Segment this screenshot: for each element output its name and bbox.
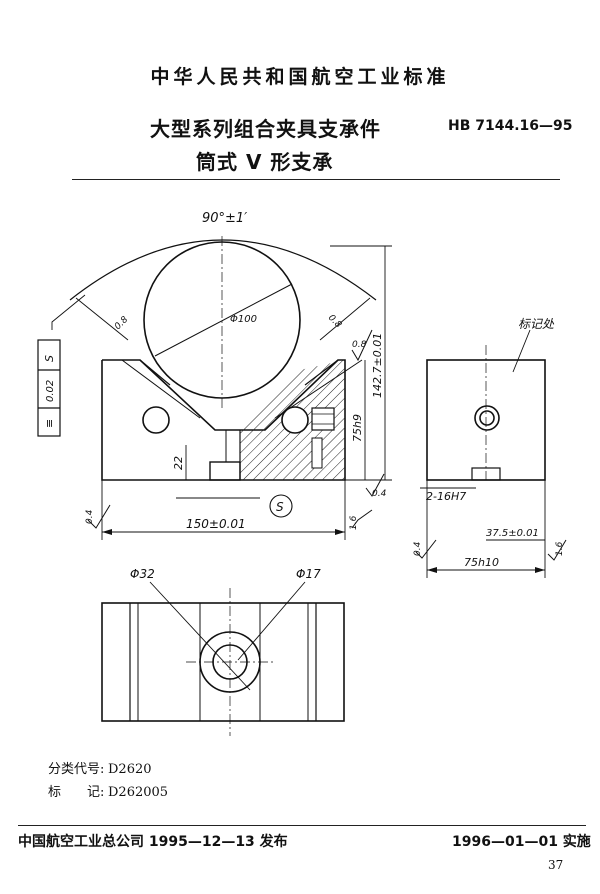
gdt-datum: S: [43, 355, 56, 362]
front-cylinder: [143, 241, 301, 399]
page-number: 37: [548, 858, 564, 872]
dim-height-75: 75h9: [351, 414, 364, 442]
dim-phi32: Φ32: [130, 567, 155, 581]
mark-label: 标记处: [518, 317, 555, 331]
s-symbol-circle: [269, 494, 293, 518]
front-view: [51, 236, 392, 540]
dim-width-150: 150±0.01: [186, 517, 246, 531]
dim-depth-22: 22: [172, 456, 185, 470]
top-view-outline: [101, 602, 345, 722]
side-hole-outer: [474, 405, 500, 431]
dim-hole-label: 2-16H7: [426, 490, 466, 503]
side-view: [420, 329, 546, 578]
front-hole-left: [142, 406, 170, 434]
top-view: [101, 581, 345, 736]
s-symbol: S: [276, 500, 284, 514]
dim-angle: 90°±1′: [202, 211, 247, 226]
dim-phi17: Φ17: [296, 567, 321, 581]
front-hole-right: [281, 406, 309, 434]
front-slot: [209, 461, 241, 481]
effective-date: 1996—01—01 实施: [452, 834, 591, 850]
document-title-line1: 大型系列组合夹具支承件: [150, 117, 381, 141]
footer-rule: [18, 825, 586, 826]
rough-04-left: 0.4: [85, 509, 95, 524]
rough-16-side: 1.6: [555, 541, 565, 556]
standard-code: HB 7144.16—95: [448, 118, 573, 134]
side-hole-inner: [479, 410, 495, 426]
dim-width-75: 75h10: [464, 556, 499, 569]
rough-08-top: 0.8: [352, 340, 367, 350]
classification-code: 分类代号:D2620: [48, 762, 152, 777]
roughness-symbols: [87, 329, 567, 561]
rough-16-front: 1.6: [349, 515, 359, 530]
dim-height-total: 142.7±0.01: [371, 333, 384, 398]
rough-04-right: 0.4: [372, 489, 387, 499]
document-title-line2: 筒式 V 形支承: [196, 150, 334, 174]
gdt-symbol: ≡: [43, 419, 56, 428]
gdt-tolerance: 0.02: [45, 380, 56, 402]
gdt-frame: [37, 339, 61, 437]
header-rule: [72, 179, 560, 180]
mark-code: 标 记:D262005: [48, 785, 169, 800]
rough-08-arc-right: 0.8: [326, 313, 343, 330]
publisher-info: 中国航空工业总公司 1995—12—13 发布: [18, 834, 288, 850]
dim-diameter: Φ100: [230, 314, 257, 325]
standard-name: 中华人民共和国航空工业标准: [150, 66, 450, 88]
dim-width-37: 37.5±0.01: [486, 528, 539, 539]
rough-04-side: 0.4: [413, 541, 423, 556]
